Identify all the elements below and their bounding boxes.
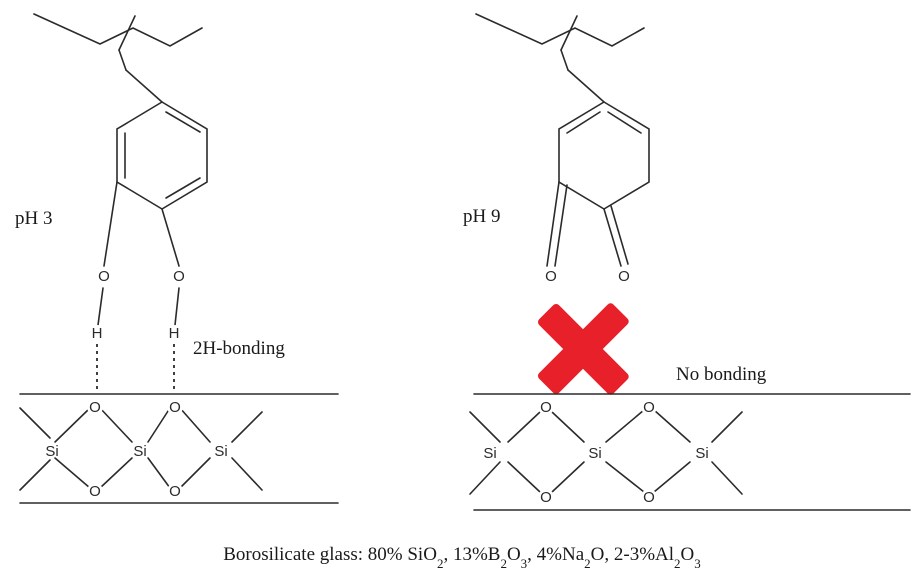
right-bonding-label: No bonding [676,364,767,385]
right-silica-oxygen-bottom-1: O [540,489,552,506]
right-silicon-1: Si [483,445,496,462]
glass-composition-caption: Borosilicate glass: 80% SiO2, 13%B2O3, 4… [223,544,701,571]
left-phenol-oxygen-2: O [173,268,185,285]
right-ph-label: pH 9 [463,206,500,227]
right-silica-oxygen-bottom-2: O [643,489,655,506]
right-silica-oxygen-top-1: O [540,399,552,416]
left-hydrogen-2: H [169,325,180,342]
left-alkyl-chain [33,13,203,103]
left-phenol-oxygen-1: O [98,268,110,285]
left-silica-oxygen-top-1: O [89,399,101,416]
left-silicon-2: Si [133,443,146,460]
right-silicon-2: Si [588,445,601,462]
left-silica-oxygen-bottom-1: O [89,483,101,500]
left-silica-oxygen-bottom-2: O [169,483,181,500]
left-silica-oxygen-top-2: O [169,399,181,416]
right-alkyl-chain [475,13,645,103]
right-silicon-3: Si [695,445,708,462]
no-bonding-cross-icon [537,303,629,395]
right-quinone-ring [558,101,650,210]
left-ph-label: pH 3 [15,208,52,229]
right-panel: O O Si Si Si O [463,13,911,511]
left-catechol-ring [116,101,208,210]
left-silica-network [19,407,263,491]
left-silicon-1: Si [45,443,58,460]
left-hydrogen-1: H [92,325,103,342]
right-silica-oxygen-top-2: O [643,399,655,416]
right-carbonyl-oxygen-2: O [618,268,630,285]
left-silicon-3: Si [214,443,227,460]
right-carbonyl-oxygen-1: O [545,268,557,285]
left-bonding-label: 2H-bonding [193,338,285,359]
right-silica-network [469,409,743,495]
left-panel: O O H H Si Si Si [15,13,339,504]
